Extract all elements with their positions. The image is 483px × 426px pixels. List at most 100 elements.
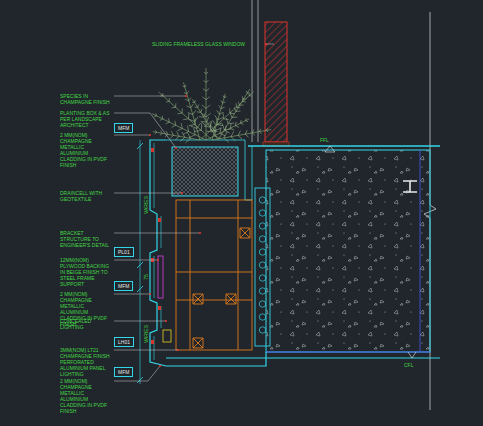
leaflet: [189, 135, 195, 138]
leaflet: [191, 104, 194, 108]
leaflet: [238, 135, 242, 139]
window-label: SLIDING FRAMELESS GLASS WINDOW: [152, 41, 272, 47]
leaflet: [246, 121, 248, 122]
hole: [259, 197, 265, 203]
leaflet: [185, 99, 189, 100]
leaflet: [266, 128, 267, 130]
leaflet: [193, 110, 196, 114]
leaflet: [202, 105, 206, 108]
leaflet: [230, 124, 232, 129]
leaflet: [201, 124, 202, 131]
frond-stem: [212, 94, 225, 140]
leaflet: [203, 80, 206, 82]
leaflet: [210, 124, 211, 131]
leaflet: [171, 131, 173, 135]
leader-dot: [149, 134, 151, 136]
leaflet: [245, 118, 247, 120]
leaflet: [202, 97, 206, 100]
leaflet: [204, 72, 206, 74]
dimension-text: VARIES: [143, 195, 149, 215]
beam-line: [420, 150, 421, 352]
leaflet: [266, 130, 268, 132]
leaflet: [224, 118, 229, 120]
leader-dot: [199, 232, 201, 234]
leaflet: [224, 138, 229, 143]
leaflet: [235, 122, 237, 126]
leaflet: [240, 104, 244, 105]
light-fitting: [163, 330, 171, 342]
leaflet: [245, 130, 247, 134]
frond-stem: [153, 132, 200, 140]
leaflet: [218, 118, 223, 120]
leaflet: [246, 91, 248, 93]
leaflet: [226, 118, 228, 124]
leaflet: [166, 101, 169, 103]
leader-line: [266, 44, 274, 45]
leaflet: [155, 132, 157, 134]
leaflet: [177, 128, 182, 130]
leader-line: [114, 96, 186, 97]
leaflet: [224, 96, 226, 98]
building-lines: [252, 0, 436, 410]
leaflet: [175, 103, 176, 107]
leaflet: [215, 129, 216, 136]
mullion-line: [252, 0, 253, 142]
leaflet: [194, 100, 196, 102]
leaflet: [182, 108, 183, 113]
leaflet: [174, 121, 176, 126]
leaflet: [220, 127, 221, 133]
leaflet: [211, 130, 218, 131]
plywood-backing: [158, 256, 163, 298]
leader-line: [114, 350, 178, 351]
hole: [259, 288, 265, 294]
leaflet: [236, 107, 240, 109]
leaflet: [206, 80, 209, 82]
concrete-slab: [266, 150, 430, 352]
leaflet: [230, 113, 235, 115]
leaflet: [243, 101, 246, 103]
hole: [259, 249, 265, 255]
frond-stem: [206, 119, 249, 140]
leader-dot: [177, 349, 179, 351]
leaflet: [236, 103, 237, 107]
leaflet: [192, 102, 194, 103]
leaflet: [231, 131, 234, 136]
glass-window: [265, 22, 287, 142]
leaflet: [189, 119, 195, 121]
leaflet: [201, 109, 202, 113]
tag-code: MFM: [118, 369, 129, 375]
leader-dot: [185, 95, 187, 97]
leaflet: [216, 119, 217, 125]
dimension-text: 75: [143, 273, 149, 281]
leaflet: [199, 116, 204, 118]
leaflet: [206, 97, 210, 100]
level-label: CFL: [404, 362, 413, 368]
dimension-text: VARIES: [143, 324, 149, 344]
planter-label: PLANTING BOX & AS PER LANDSCAPE ARCHITEC…: [60, 110, 112, 128]
leaflet: [230, 128, 234, 130]
leaflet: [223, 102, 226, 103]
leaflet: [204, 113, 206, 117]
leaflet: [181, 123, 182, 128]
leaflet: [220, 133, 225, 136]
hole: [259, 275, 265, 281]
leaflet: [155, 113, 157, 115]
leaflet: [206, 72, 208, 74]
hole: [259, 327, 265, 333]
tick: [137, 143, 143, 149]
leader-line: [114, 135, 150, 136]
leaflet: [259, 129, 261, 132]
cladding-label: 2 MM(NOM) CHAMPAGNE METALLIC ALUMINIUM C…: [60, 378, 112, 414]
leaflet: [186, 106, 190, 108]
leaflet: [177, 113, 182, 115]
leaflet: [207, 117, 209, 122]
level-label: FFL: [320, 137, 329, 143]
leaflet: [204, 126, 210, 128]
material-tag: MFM: [114, 367, 133, 377]
leader-line: [114, 233, 200, 234]
leaflet: [194, 107, 197, 108]
plant: [152, 68, 271, 143]
tag-code: MFM: [118, 125, 129, 131]
ceiling-line: [166, 357, 440, 358]
